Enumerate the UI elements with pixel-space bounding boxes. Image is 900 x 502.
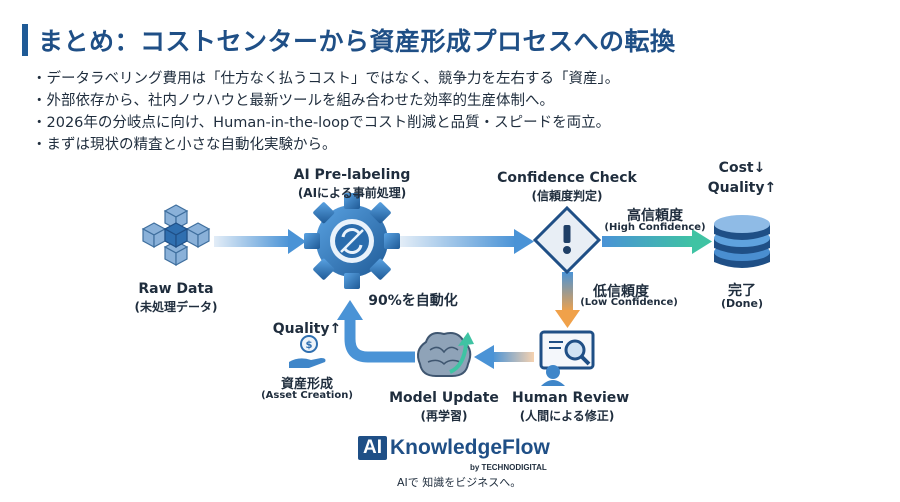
brand-logo-name: KnowledgeFlow xyxy=(390,436,550,459)
arrow-prelabel-to-confidence xyxy=(400,229,534,254)
asset-label: 資産形成 xyxy=(280,377,333,392)
brand-by: by TECHNODIGITAL xyxy=(470,463,547,472)
money-hand-icon: $ xyxy=(289,335,326,368)
layers-icon xyxy=(714,215,770,268)
prelabel-sub: (AIによる事前処理) xyxy=(297,186,407,200)
arrow-raw-to-prelabel xyxy=(214,229,306,254)
raw-data-sub: (未処理データ) xyxy=(134,300,218,314)
low-confidence-sub: (Low Confidence) xyxy=(580,297,678,308)
brain-icon xyxy=(417,332,474,377)
cubes-icon xyxy=(141,204,211,267)
warning-icon xyxy=(532,205,602,275)
low-confidence-label: 低信頼度 xyxy=(593,284,649,300)
page-title: まとめ：コストセンターから資産形成プロセスへの転換 xyxy=(38,27,676,56)
bullet-item: まずは現状の精査と小さな自動化実験から。 xyxy=(46,134,619,156)
done-cost: Cost↓ xyxy=(718,160,766,176)
title-accent-bar xyxy=(22,24,28,56)
arrow-model-to-prelabel xyxy=(337,300,415,363)
arrow-human-to-model xyxy=(474,345,534,369)
high-confidence-sub: (High Confidence) xyxy=(604,222,706,233)
review-monitor-icon xyxy=(539,330,595,386)
human-review-label: Human Review xyxy=(512,390,630,406)
asset-sub: (Asset Creation) xyxy=(261,390,353,401)
asset-quality: Quality↑ xyxy=(272,321,342,337)
prelabel-label: AI Pre-labeling xyxy=(293,167,411,183)
high-confidence-label: 高信頼度 xyxy=(627,208,683,224)
done-quality: Quality↑ xyxy=(707,180,777,196)
model-update-sub: (再学習) xyxy=(420,409,468,423)
bullet-item: 2026年の分岐点に向け、Human-in-the-loopでコスト削減と品質・… xyxy=(46,112,619,134)
arrow-high-confidence xyxy=(602,229,712,254)
human-review-sub: (人間による修正) xyxy=(519,409,615,423)
done-label: 完了 xyxy=(728,283,756,299)
summary-bullets: データラベリング費用は「仕方なく払うコスト」ではなく、競争力を左右する「資産」。… xyxy=(46,68,620,156)
gear-icon xyxy=(304,193,400,289)
prelabel-note: 90%を自動化 xyxy=(368,293,458,309)
brand-tagline: AIで 知識をビジネスへ。 xyxy=(397,476,522,489)
arrow-low-confidence xyxy=(555,272,580,328)
raw-data-label: Raw Data xyxy=(138,281,214,297)
bullet-item: データラベリング費用は「仕方なく払うコスト」ではなく、競争力を左右する「資産」。 xyxy=(46,68,620,90)
done-sub: (Done) xyxy=(720,297,764,310)
confidence-label: Confidence Check xyxy=(497,170,637,186)
brand-logo: AI KnowledgeFlow xyxy=(358,436,550,460)
confidence-sub: (信頼度判定) xyxy=(531,189,603,203)
brand-logo-ai: AI xyxy=(358,436,387,460)
svg-text:$: $ xyxy=(306,340,313,351)
model-update-label: Model Update xyxy=(389,390,499,406)
bullet-item: 外部依存から、社内ノウハウと最新ツールを組み合わせた効率的生産体制へ。 xyxy=(46,90,619,112)
